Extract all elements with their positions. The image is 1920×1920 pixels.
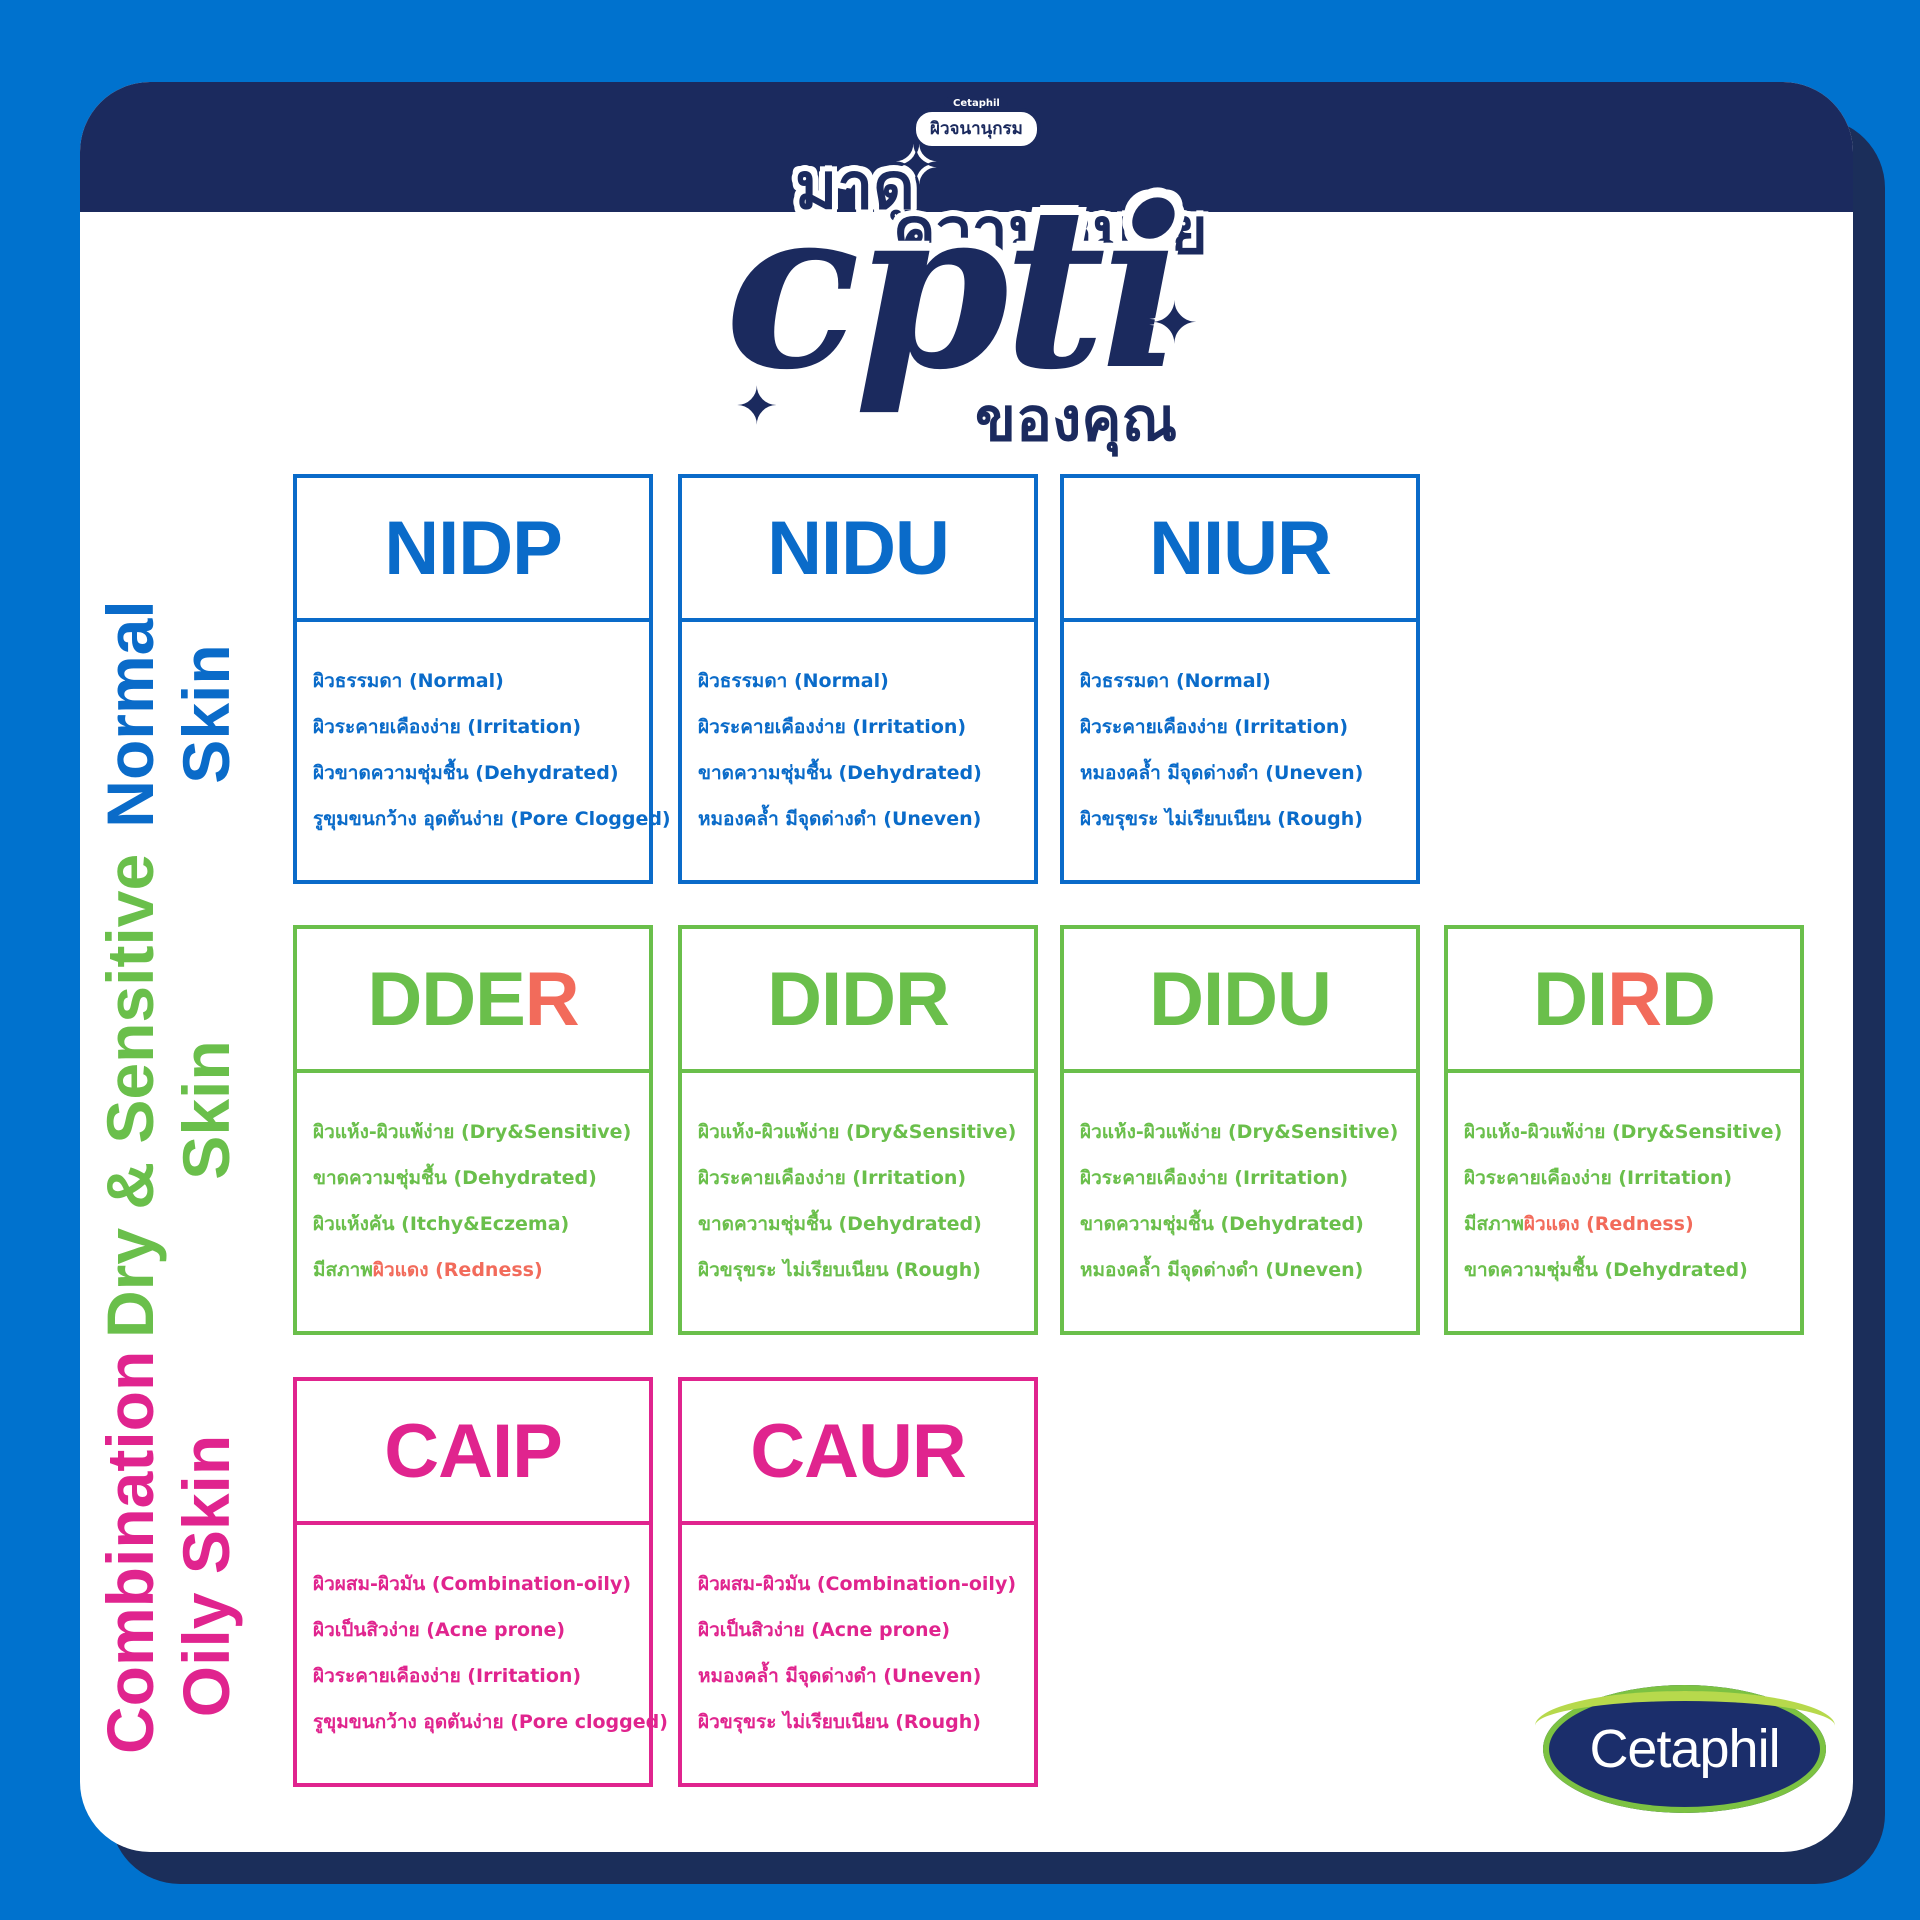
type-code: DIDR xyxy=(682,929,1034,1073)
mini-cetaphil-logo: Cetaphil xyxy=(945,96,1008,112)
brand-tag: Cetaphil ผิวจนานุกรม xyxy=(912,96,1041,150)
type-code-post: D xyxy=(1661,956,1716,1042)
trait-item: ผิวเป็นสิวง่าย (Acne prone) xyxy=(313,1619,566,1641)
row-label-line: Oily Skin xyxy=(169,1434,243,1718)
trait-item: ผิวระคายเคืองง่าย (Irritation) xyxy=(313,716,582,738)
type-code: NIDU xyxy=(682,478,1034,622)
trait-item: ผิวผสม-ผิวมัน (Combination-oily) xyxy=(313,1573,632,1595)
type-box-didr: DIDR ผิวแห้ง-ผิวแพ้ง่าย (Dry&Sensitive) … xyxy=(678,925,1038,1335)
title-cluster: Cetaphil ผิวจนานุกรม มาดู ✦ ความหมาย cpt… xyxy=(0,0,1920,455)
trait-item: ผิวแห้ง-ผิวแพ้ง่าย (Dry&Sensitive) xyxy=(1080,1121,1399,1143)
row-label-normal: Normal Skin xyxy=(92,544,244,884)
type-code: CAIP xyxy=(297,1381,649,1525)
type-code-accent: R xyxy=(524,956,580,1042)
trait-item: ผิวระคายเคืองง่าย (Irritation) xyxy=(313,1665,582,1687)
trait-item: ผิวระคายเคืองง่าย (Irritation) xyxy=(698,1167,967,1189)
trait-item: ผิวขาดความชุ่มชื้น (Dehydrated) xyxy=(313,762,619,784)
trait-item: ขาดความชุ่มชื้น (Dehydrated) xyxy=(698,762,982,784)
trait-item: ขาดความชุ่มชื้น (Dehydrated) xyxy=(1080,1213,1364,1235)
type-code: CAUR xyxy=(682,1381,1034,1525)
trait-item: หมองคล้ำ มีจุดด่างดำ (Uneven) xyxy=(1080,762,1364,784)
row-label-line: Combination xyxy=(93,1350,167,1754)
trait-item: ผิวระคายเคืองง่าย (Irritation) xyxy=(698,716,967,738)
trait-item: หมองคล้ำ มีจุดด่างดำ (Uneven) xyxy=(1080,1259,1364,1281)
trait-item: ผิวเป็นสิวง่าย (Acne prone) xyxy=(698,1619,951,1641)
trait-item: ผิวแห้ง-ผิวแพ้ง่าย (Dry&Sensitive) xyxy=(1464,1121,1783,1143)
trait-item: ผิวแห้ง-ผิวแพ้ง่าย (Dry&Sensitive) xyxy=(313,1121,632,1143)
trait-item: ผิวแห้งคัน (Itchy&Eczema) xyxy=(313,1213,570,1235)
row-label-line: Skin xyxy=(169,1040,243,1180)
type-code: NIUR xyxy=(1064,478,1416,622)
trait-item: ผิวธรรมดา (Normal) xyxy=(1080,670,1271,692)
trait-item: ผิวระคายเคืองง่าย (Irritation) xyxy=(1464,1167,1733,1189)
title-cpti: cpti xyxy=(725,159,1184,419)
trait-item: ขาดความชุ่มชื้น (Dehydrated) xyxy=(1464,1259,1748,1281)
trait-item: ผิวธรรมดา (Normal) xyxy=(313,670,504,692)
type-code-pre: DI xyxy=(1533,956,1608,1042)
sparkle-icon: ✦ xyxy=(1150,289,1199,357)
trait-item: รูขุมขนกว้าง อุดตันง่าย (Pore clogged) xyxy=(313,1711,668,1733)
logo-swoosh xyxy=(1535,1691,1835,1761)
trait-item: มีสภาพผิวแดง (Redness) xyxy=(1464,1201,1800,1247)
title-line1: มาดู xyxy=(795,150,915,224)
type-box-nidp: NIDP ผิวธรรมดา (Normal) ผิวระคายเคืองง่า… xyxy=(293,474,671,884)
cetaphil-logo: Cetaphil xyxy=(1535,1685,1835,1813)
title-line2: ความหมาย xyxy=(893,195,1208,269)
title-line3: ของคุณ xyxy=(975,385,1178,455)
trait-prefix: มีสภาพ xyxy=(313,1259,373,1281)
type-box-niur: NIUR ผิวธรรมดา (Normal) ผิวระคายเคืองง่า… xyxy=(1060,474,1420,884)
row-label-line: Skin xyxy=(169,644,243,784)
trait-item: ขาดความชุ่มชื้น (Dehydrated) xyxy=(313,1167,597,1189)
type-code: DIDU xyxy=(1064,929,1416,1073)
trait-item: ผิวธรรมดา (Normal) xyxy=(698,670,889,692)
trait-item: หมองคล้ำ มีจุดด่างดำ (Uneven) xyxy=(698,808,982,830)
trait-item: ผิวขรุขระ ไม่เรียบเนียน (Rough) xyxy=(1080,808,1363,830)
trait-item: ผิวผสม-ผิวมัน (Combination-oily) xyxy=(698,1573,1017,1595)
trait-item: ผิวขรุขระ ไม่เรียบเนียน (Rough) xyxy=(698,1711,981,1733)
trait-item: ผิวขรุขระ ไม่เรียบเนียน (Rough) xyxy=(698,1259,981,1281)
trait-item: ขาดความชุ่มชื้น (Dehydrated) xyxy=(698,1213,982,1235)
type-box-didu: DIDU ผิวแห้ง-ผิวแพ้ง่าย (Dry&Sensitive) … xyxy=(1060,925,1420,1335)
logo-text: Cetaphil xyxy=(1589,1719,1780,1779)
type-box-caur: CAUR ผิวผสม-ผิวมัน (Combination-oily) ผิ… xyxy=(678,1377,1038,1787)
sparkle-icon: ✦ xyxy=(735,377,779,437)
type-code-accent: R xyxy=(1607,956,1662,1042)
type-box-nidu: NIDU ผิวธรรมดา (Normal) ผิวระคายเคืองง่า… xyxy=(678,474,1038,884)
type-code-main: DDE xyxy=(367,956,525,1042)
trait-item: ผิวระคายเคืองง่าย (Irritation) xyxy=(1080,1167,1349,1189)
brand-tag-text: ผิวจนานุกรม xyxy=(930,119,1023,139)
trait-item: รูขุมขนกว้าง อุดตันง่าย (Pore Clogged) xyxy=(313,808,671,830)
type-box-caip: CAIP ผิวผสม-ผิวมัน (Combination-oily) ผิ… xyxy=(293,1377,668,1787)
trait-accent: ผิวแดง (Redness) xyxy=(372,1259,543,1281)
row-label-line: Dry & Sensitive xyxy=(93,853,167,1338)
trait-item: ผิวระคายเคืองง่าย (Irritation) xyxy=(1080,716,1349,738)
row-label-line: Normal xyxy=(93,600,167,828)
sparkle-icon: ✦ xyxy=(897,138,936,192)
trait-accent: ผิวแดง (Redness) xyxy=(1523,1213,1694,1235)
trait-item: ผิวแห้ง-ผิวแพ้ง่าย (Dry&Sensitive) xyxy=(698,1121,1017,1143)
row-label-combination-oily: Combination Oily Skin xyxy=(92,1350,244,1754)
trait-item: มีสภาพผิวแดง (Redness) xyxy=(313,1247,649,1293)
type-code: NIDP xyxy=(297,478,649,622)
trait-item: หมองคล้ำ มีจุดด่างดำ (Uneven) xyxy=(698,1665,982,1687)
trait-prefix: มีสภาพ xyxy=(1464,1213,1524,1235)
row-label-dry-sensitive: Dry & Sensitive Skin xyxy=(92,853,244,1338)
